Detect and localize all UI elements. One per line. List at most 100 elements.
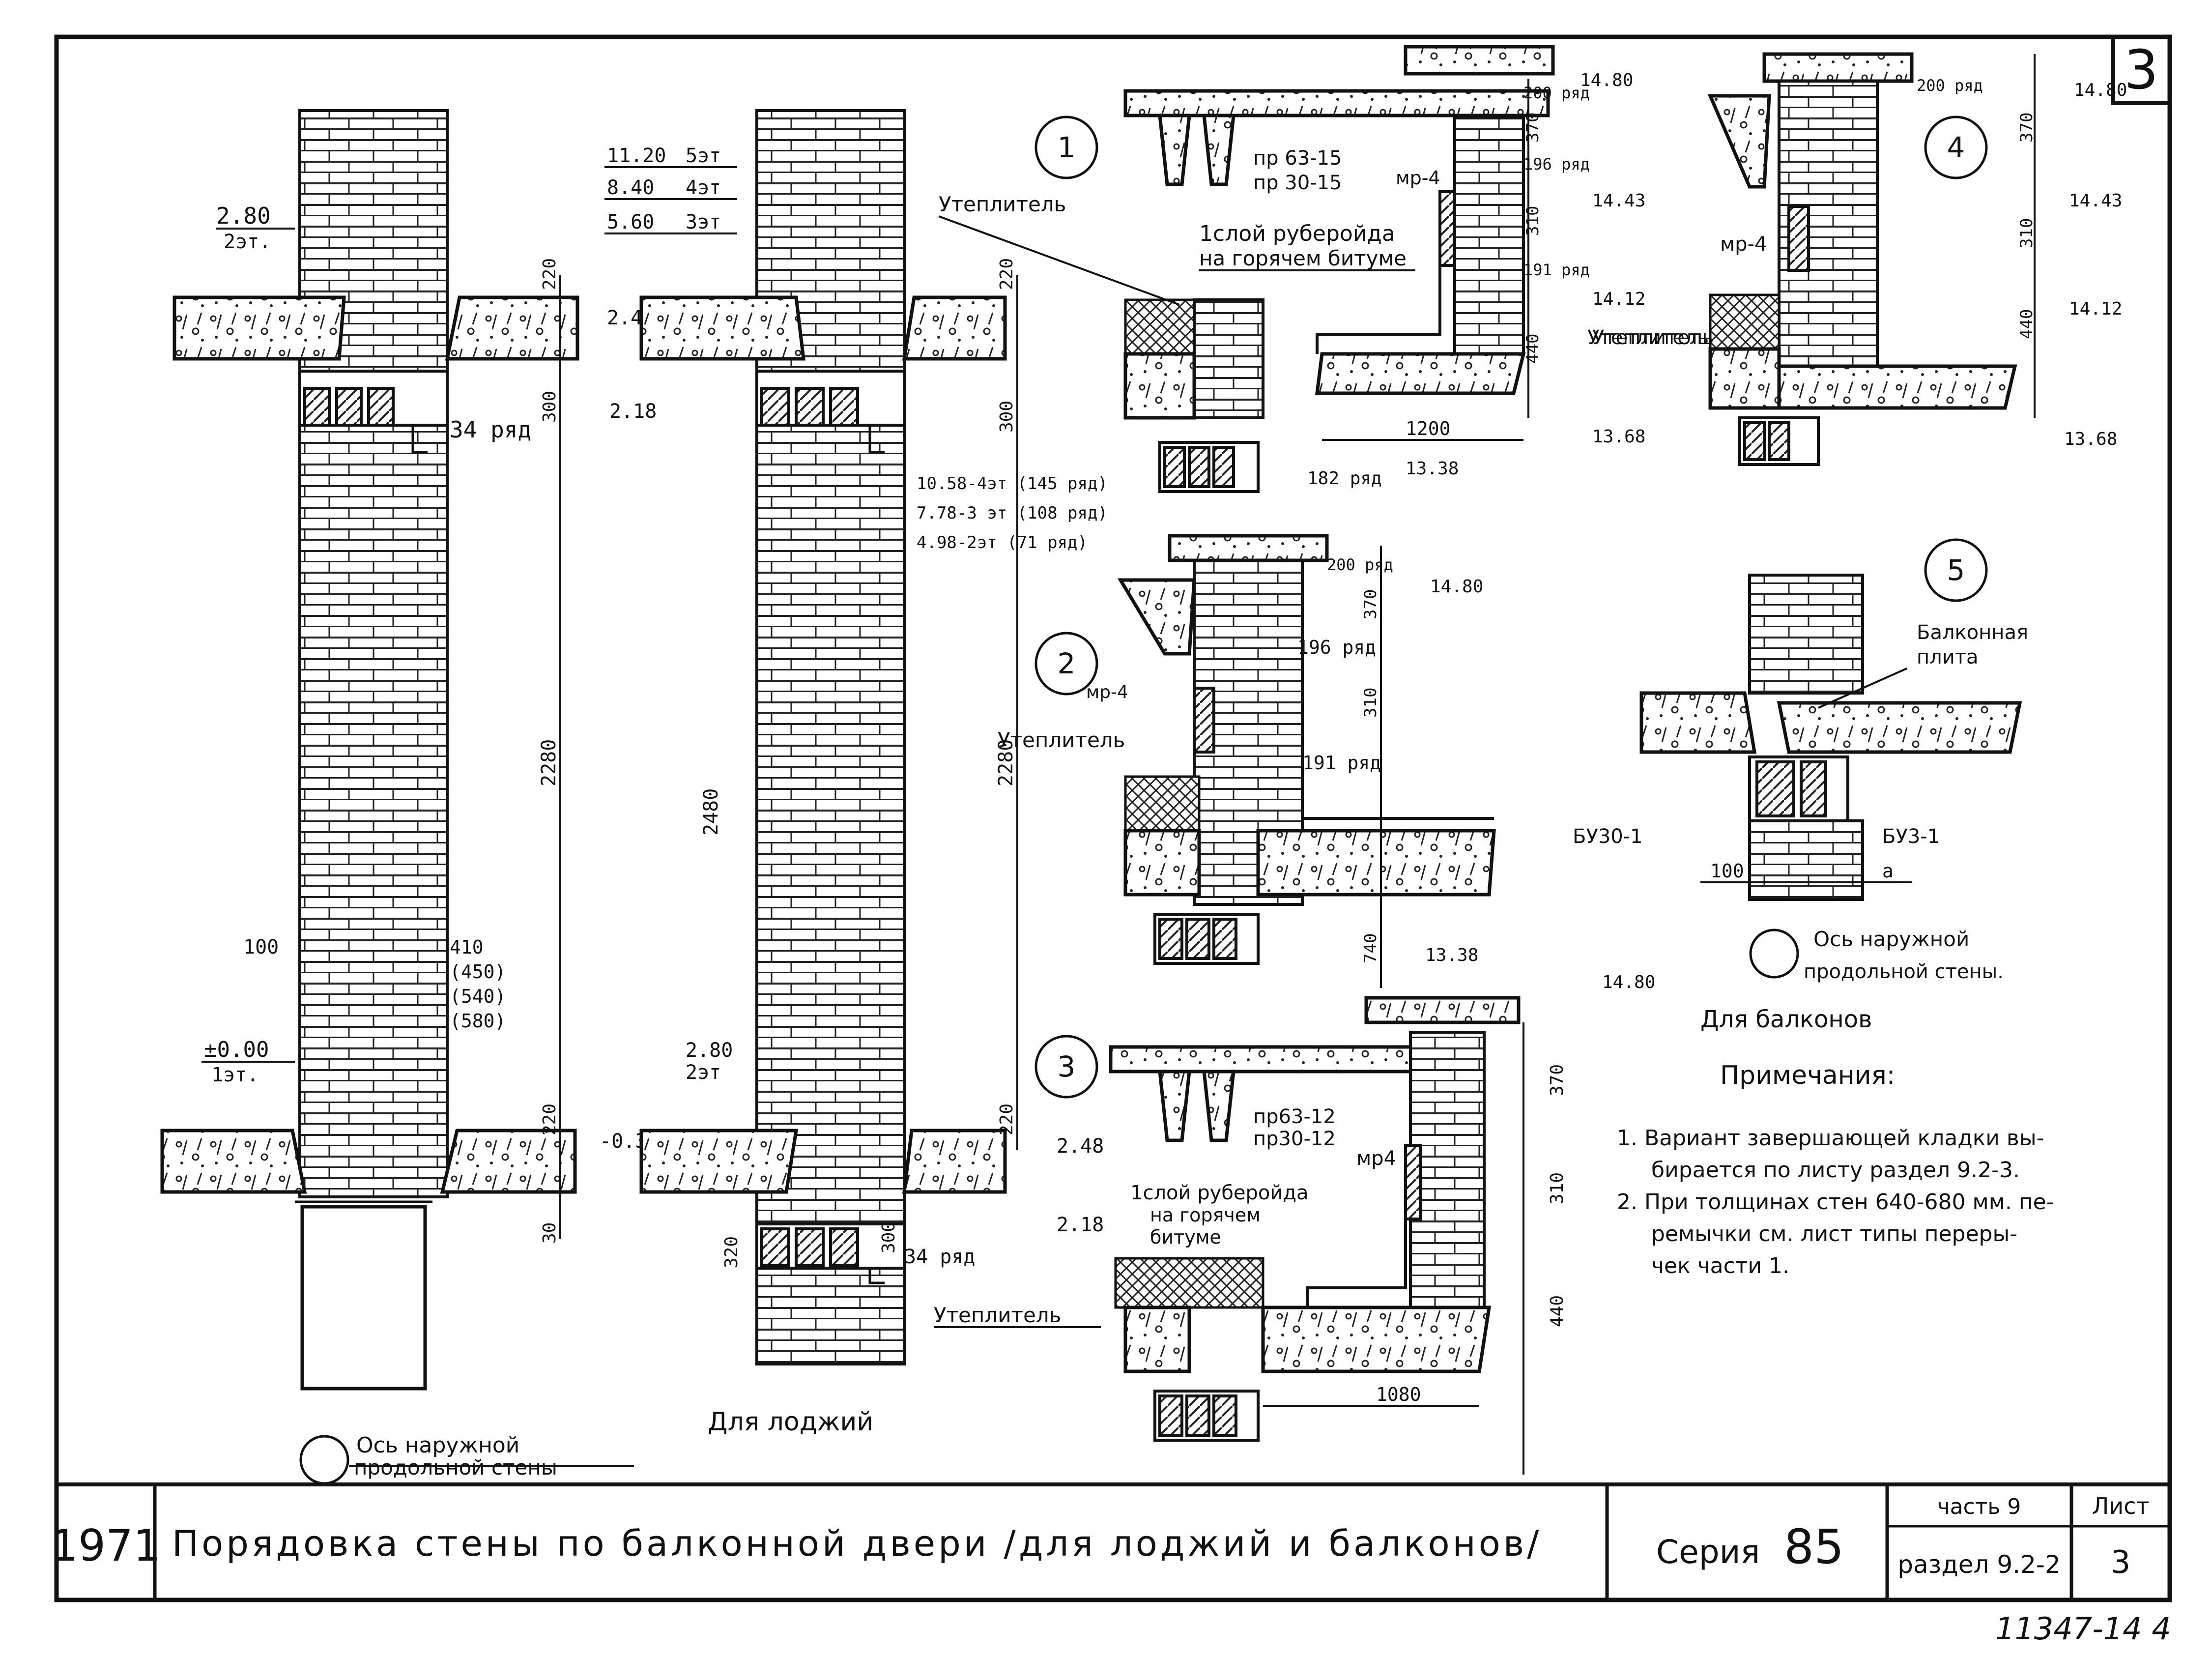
- title-year: 1971: [51, 1520, 161, 1571]
- series-number: 85: [1784, 1519, 1844, 1574]
- sheet-label: Лист: [2092, 1493, 2150, 1519]
- left-axis-circle: [299, 1435, 349, 1485]
- svg-text:13.38: 13.38: [1406, 459, 1459, 479]
- svg-text:2.18: 2.18: [609, 400, 657, 423]
- svg-text:пр 30-15: пр 30-15: [1253, 172, 1342, 194]
- left-wall-labels: 2.80 2эт. 34 ряд 2.48 2.18 -0.32 ±0.00 1…: [201, 203, 659, 1485]
- svg-text:14.43: 14.43: [1592, 191, 1645, 211]
- svg-text:ремычки см. лист типы переры-: ремычки см. лист типы переры-: [1651, 1221, 2017, 1247]
- svg-text:4: 4: [1947, 131, 1965, 164]
- svg-text:2480: 2480: [700, 788, 722, 836]
- sheet-corner-number: 3: [2124, 38, 2158, 101]
- svg-text:Утеплитель: Утеплитель: [1592, 326, 1714, 349]
- svg-text:1слой руберойда: 1слой руберойда: [1130, 1182, 1309, 1204]
- svg-text:2280: 2280: [995, 739, 1017, 786]
- svg-text:14.80: 14.80: [1430, 577, 1483, 597]
- middle-wall-labels: 11.20 5эт 8.40 4эт 5.60 3эт 10.58-4эт (1…: [604, 145, 1108, 1437]
- svg-text:5.60: 5.60: [607, 211, 654, 233]
- svg-text:2.18: 2.18: [1057, 1214, 1104, 1236]
- sheet-frame: [54, 34, 2172, 1602]
- svg-text:196 ряд: 196 ряд: [1297, 637, 1376, 658]
- svg-text:мр-4: мр-4: [1720, 233, 1767, 256]
- svg-text:2. При толщинах стен 640-680: 2. При толщинах стен 640-680 мм. пе-: [1617, 1190, 2054, 1215]
- svg-text:плита: плита: [1917, 646, 1979, 668]
- section-5-marker: [1924, 538, 1988, 602]
- section-1-marker: [1034, 116, 1098, 179]
- svg-text:10.58-4эт (145 ряд): 10.58-4эт (145 ряд): [917, 474, 1108, 494]
- svg-text:14.80: 14.80: [1602, 972, 1655, 992]
- svg-text:2эт: 2эт: [686, 1061, 721, 1084]
- footer-code: 11347-14 4: [1995, 1611, 2171, 1647]
- svg-text:300: 300: [997, 401, 1017, 433]
- svg-text:4эт: 4эт: [686, 176, 721, 199]
- svg-text:4.98-2эт (71 ряд): 4.98-2эт (71 ряд): [917, 533, 1088, 552]
- svg-text:1слой руберойда: 1слой руберойда: [1199, 221, 1395, 246]
- svg-text:410: 410: [450, 936, 484, 958]
- svg-text:320: 320: [721, 1236, 742, 1268]
- svg-text:310: 310: [1523, 206, 1543, 236]
- svg-text:Балконная: Балконная: [1917, 621, 2028, 644]
- svg-text:битуме: битуме: [1150, 1226, 1221, 1248]
- svg-text:34 ряд: 34 ряд: [904, 1246, 976, 1268]
- svg-text:пр63-12: пр63-12: [1253, 1105, 1336, 1128]
- svg-text:продольной стены.: продольной стены.: [1804, 960, 2004, 983]
- svg-text:191 ряд: 191 ряд: [1523, 261, 1590, 279]
- svg-text:a: a: [1882, 860, 1894, 882]
- svg-text:1эт.: 1эт.: [211, 1064, 259, 1086]
- svg-text:(450): (450): [450, 961, 506, 983]
- sheet-title: Порядовка стены по балконной двери /для …: [172, 1523, 1542, 1564]
- svg-text:14.12: 14.12: [1592, 289, 1645, 309]
- svg-text:чек части 1.: чек части 1.: [1651, 1253, 1789, 1278]
- svg-text:Для балконов: Для балконов: [1700, 1006, 1872, 1033]
- svg-text:191 ряд: 191 ряд: [1302, 752, 1381, 774]
- svg-text:бирается по листу раздел 9.: бирается по листу раздел 9.2-3.: [1651, 1158, 2020, 1183]
- svg-text:300: 300: [540, 391, 560, 423]
- svg-text:1200: 1200: [1406, 418, 1451, 439]
- svg-text:11.20: 11.20: [607, 145, 666, 167]
- svg-text:БУ3-1: БУ3-1: [1882, 825, 1940, 848]
- svg-text:13.38: 13.38: [1425, 945, 1478, 965]
- svg-text:100: 100: [1710, 860, 1744, 882]
- notes-title: Примечания:: [1720, 1061, 1895, 1090]
- svg-text:БУ30-1: БУ30-1: [1573, 825, 1643, 848]
- detail-section-2: 2 мр-4 Утеплитель 200 ряд 196 ряд 191 ря…: [998, 534, 1496, 988]
- svg-text:220: 220: [997, 258, 1017, 290]
- svg-text:440: 440: [2017, 309, 2037, 339]
- svg-text:740: 740: [1361, 933, 1380, 963]
- svg-text:196 ряд: 196 ряд: [1523, 155, 1590, 174]
- svg-text:14.43: 14.43: [2069, 191, 2122, 211]
- detail-section-4: 4 мр-4 Утеплитель 200 ряд 370 310 440 14…: [1592, 52, 2127, 466]
- title-block: 1971 Порядовка стены по балконной двери …: [51, 1482, 2170, 1600]
- svg-text:±0.00: ±0.00: [204, 1037, 269, 1062]
- svg-text:2280: 2280: [538, 739, 560, 786]
- svg-text:220: 220: [997, 1103, 1017, 1135]
- svg-text:3эт: 3эт: [686, 211, 721, 233]
- detail-section-3: 3 пр63-12 пр30-12 мр4 1слой руберойда на…: [934, 972, 1655, 1475]
- svg-text:440: 440: [1547, 1295, 1567, 1327]
- svg-text:370: 370: [1523, 113, 1543, 143]
- svg-text:8.40: 8.40: [607, 176, 654, 199]
- svg-text:мр4: мр4: [1356, 1147, 1396, 1170]
- svg-text:мр-4: мр-4: [1086, 682, 1128, 702]
- svg-text:440: 440: [1523, 334, 1543, 364]
- svg-text:мр-4: мр-4: [1396, 167, 1440, 189]
- svg-text:1. Вариант завершающей кладки: 1. Вариант завершающей кладки вы-: [1617, 1126, 2044, 1151]
- notes-block: Примечания: 1. Вариант завершающей кладк…: [1617, 1061, 2054, 1278]
- svg-text:(580): (580): [450, 1010, 506, 1032]
- svg-text:Утеплитель: Утеплитель: [934, 1303, 1061, 1327]
- svg-text:5эт: 5эт: [686, 145, 721, 167]
- detail-section-1: 1 пр 63-15 пр 30-15 мр-4 Утеплитель 1сло…: [938, 45, 1709, 493]
- svg-text:1: 1: [1058, 131, 1076, 164]
- svg-text:310: 310: [1361, 688, 1380, 718]
- balcony-axis-circle: [1749, 929, 1799, 979]
- svg-text:310: 310: [2017, 218, 2037, 248]
- svg-text:Утеплитель: Утеплитель: [939, 192, 1066, 216]
- svg-text:7.78-3 эт (108 ряд): 7.78-3 эт (108 ряд): [917, 503, 1108, 523]
- left-wall-section: [160, 109, 579, 1391]
- svg-text:2эт.: 2эт.: [224, 231, 271, 253]
- section-4-marker: [1924, 116, 1988, 179]
- svg-text:370: 370: [1361, 589, 1380, 619]
- middle-wall-section: [639, 109, 1007, 1365]
- svg-text:220: 220: [540, 258, 560, 290]
